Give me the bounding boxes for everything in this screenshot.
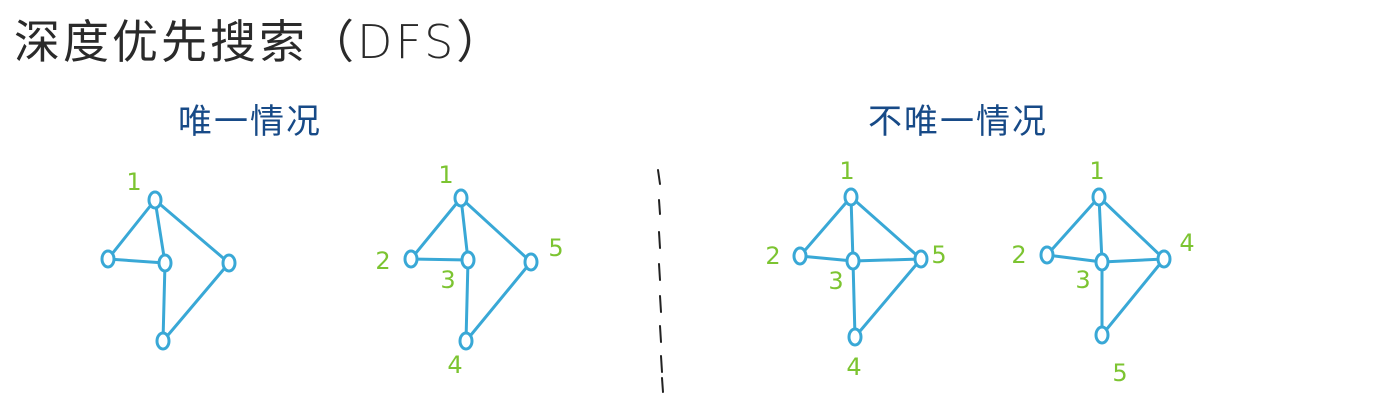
section-title-non-unique: 不唯一情况 [868,102,1048,142]
node-label-1: 1 [438,161,453,189]
divider-segment [658,231,661,249]
node-label-1: 1 [839,157,854,185]
edge-2-3 [1045,253,1104,264]
edge-3-4 [1100,257,1166,264]
node-label-3: 3 [440,266,455,294]
edge-4-5 [161,261,231,343]
edge-1-3 [459,196,470,262]
edge-1-5 [459,196,533,264]
node-3 [1094,252,1110,272]
node-5 [913,249,929,269]
node-1 [1091,187,1107,207]
node-1 [453,188,469,208]
edge-1-5 [153,198,231,265]
divider-segment [657,169,661,185]
graph-unique-labeled: 1 2 3 4 5 [375,161,563,379]
node-2 [1039,245,1055,265]
node-label-5: 5 [1112,359,1127,387]
edge-1-2 [798,195,853,258]
node-label-2: 2 [765,242,780,270]
node-2 [403,249,419,269]
graph-non-unique-a: 1 2 3 4 5 [765,157,946,381]
node-2 [792,246,808,266]
node-1 [147,190,163,210]
graph-unique-plain: 1 [100,168,237,351]
node-label-5: 5 [548,234,563,262]
edge-2-3 [409,257,470,262]
node-4 [155,331,171,351]
node-label-4: 4 [846,353,861,381]
divider-segment [658,199,661,215]
node-label-3: 3 [828,267,843,295]
graph-non-unique-b: 1 2 3 4 5 [1011,157,1194,387]
node-label-3: 3 [1075,266,1090,294]
node-label-4: 4 [1179,229,1194,257]
node-2 [100,249,116,269]
node-1 [843,187,859,207]
dashed-divider [657,169,664,393]
edge-1-3 [849,195,855,263]
node-4 [458,331,474,351]
node-4 [847,327,863,347]
edge-1-3 [1097,195,1104,264]
node-3 [845,251,861,271]
node-label-2: 2 [375,247,390,275]
divider-segment [661,377,664,393]
edge-4-5 [853,257,923,339]
edge-3-4 [851,259,857,339]
edge-1-2 [106,198,157,261]
edge-1-2 [1045,195,1101,257]
edge-1-4 [1097,195,1166,261]
divider-segment [659,325,662,343]
edge-2-3 [798,254,855,263]
edge-1-3 [153,198,167,265]
edge-3-4 [464,258,470,343]
divider-segment [658,263,661,281]
edge-3-5 [851,257,923,263]
edge-4-5 [464,260,533,343]
divider-segment [659,295,662,313]
node-5 [221,253,237,273]
node-5 [523,252,539,272]
edge-1-5 [849,195,923,261]
node-label-1: 1 [126,168,141,196]
node-label-4: 4 [447,351,462,379]
edge-2-3 [106,257,167,265]
node-4 [1156,249,1172,269]
node-label-2: 2 [1011,241,1026,269]
node-3 [157,253,173,273]
divider-segment [660,355,663,373]
page-title: 深度优先搜索（DFS） [14,15,506,69]
section-title-unique: 唯一情况 [178,102,322,142]
node-label-1: 1 [1089,157,1104,185]
node-label-5: 5 [931,241,946,269]
node-3 [460,250,476,270]
edge-1-2 [409,196,463,261]
node-5 [1094,325,1110,345]
edge-4-5 [1100,257,1166,337]
edge-3-4 [161,261,167,343]
